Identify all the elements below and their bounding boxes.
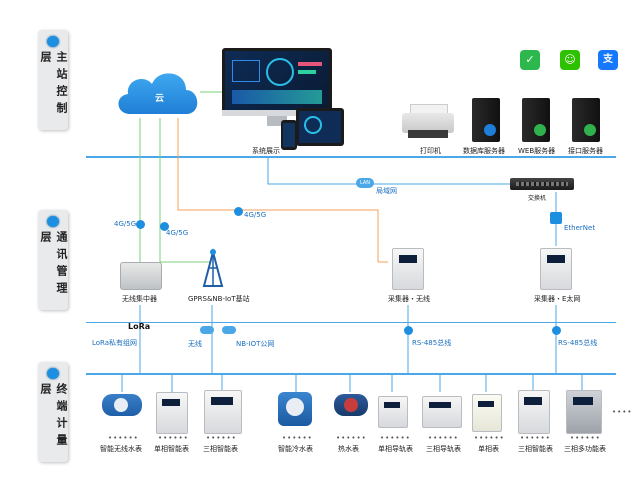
layer-tab-comm: 通讯管理层: [38, 210, 68, 310]
tablet-icon: [296, 108, 344, 146]
bus-label-rs485-1: RS-485总线: [412, 339, 452, 347]
comm-divider-line: [86, 322, 616, 323]
collector-wireless-label: 采集器・无线: [388, 295, 430, 303]
imac-monitor-icon: [222, 48, 332, 128]
db-server-label: 数据库服务器: [463, 147, 505, 155]
meter-dots: ••••••: [282, 434, 313, 442]
master-divider-line: [86, 156, 616, 158]
link-label-2: 4G/5G: [166, 229, 189, 237]
din-three-meter-icon: [422, 396, 462, 428]
link-label-3: 4G/5G: [244, 211, 267, 219]
meter-label: 三相智能表: [203, 445, 238, 453]
meter-dots: ••••••: [428, 434, 459, 442]
printer-label: 打印机: [420, 147, 441, 155]
meter-dots: ••••••: [206, 434, 237, 442]
layer-tab-master: 主站控制层: [38, 30, 68, 130]
lan-label: 局域网: [376, 187, 397, 195]
meter-label: 热水表: [338, 445, 359, 453]
cold-water-meter-icon: [278, 392, 312, 426]
meter-label: 三相智能表: [518, 445, 553, 453]
lora-logo: LoRa: [128, 322, 151, 331]
meter-dots: ••••••: [474, 434, 505, 442]
printer-icon: [402, 104, 454, 140]
bus-label-nbiot: NB-IOT公网: [236, 340, 275, 348]
layer-tab-terminal: 终端计量层: [38, 362, 68, 462]
single-phase-meter-icon: [156, 392, 188, 434]
terminal-bus-line: [86, 373, 616, 375]
collector-wireless-icon: [392, 248, 424, 290]
meter-label: 智能冷水表: [278, 445, 313, 453]
multi-function-meter-icon: [566, 390, 602, 434]
web-server-icon: [522, 98, 550, 142]
single-meter-icon: [472, 394, 502, 432]
web-server-label: WEB服务器: [518, 147, 556, 155]
meter-label: 单相导轨表: [378, 445, 413, 453]
bus-label-lora: LoRa私有组网: [92, 339, 138, 347]
wireless-badge-icon: [160, 222, 169, 231]
din-single-meter-icon: [378, 396, 408, 428]
meter-label: 单相表: [478, 445, 499, 453]
meter-dots: ••••••: [336, 434, 367, 442]
layer-label: 通讯管理层: [39, 231, 68, 300]
switch-label: 交换机: [528, 195, 547, 202]
lan-badge-icon: LAN: [356, 178, 374, 188]
db-server-icon: [472, 98, 500, 142]
rs485-icon: [404, 326, 413, 335]
meter-dots: ••••••: [158, 434, 189, 442]
more-ellipsis: ••••: [612, 408, 633, 416]
rs485-icon: [552, 326, 561, 335]
meter-dots: ••••••: [380, 434, 411, 442]
water-meter-icon: [102, 394, 142, 416]
interface-server-icon: [572, 98, 600, 142]
layer-label: 主站控制层: [39, 51, 68, 120]
concentrator-icon: [120, 262, 162, 290]
layer-dot-icon: [47, 36, 59, 48]
three-phase-meter-icon: [204, 390, 242, 434]
meter-dots: ••••••: [520, 434, 551, 442]
switch-icon: [510, 178, 574, 190]
meter-label: 三相多功能表: [564, 445, 606, 453]
hot-water-meter-icon: [334, 394, 368, 416]
cloud-icon: [118, 73, 198, 114]
layer-dot-icon: [47, 368, 59, 380]
meter-label: 三相导轨表: [426, 445, 461, 453]
wireless-badge-icon: [136, 220, 145, 229]
meter-dots: ••••••: [108, 434, 139, 442]
ethernet-label: EtherNet: [564, 224, 596, 232]
bus-label-wireless: 无线: [188, 340, 202, 348]
meter-dots: ••••••: [570, 434, 601, 442]
collector-ethernet-icon: [540, 248, 572, 290]
alipay-icon: 支: [598, 50, 618, 70]
wireless-badge-icon: [234, 207, 243, 216]
collector-ethernet-label: 采集器・E太网: [534, 295, 581, 303]
link-label-1: 4G/5G: [114, 220, 137, 228]
meter-label: 单相智能表: [154, 445, 189, 453]
wechat-icon: ☺: [560, 50, 580, 70]
phone-icon: [281, 120, 297, 150]
base-station-label: GPRS&NB-IoT基站: [188, 295, 250, 303]
layer-dot-icon: [47, 216, 59, 228]
layer-label: 终端计量层: [39, 383, 68, 452]
bus-label-rs485-2: RS-485总线: [558, 339, 598, 347]
app-icon-green: ✓: [520, 50, 540, 70]
cloud-label: 云: [155, 94, 165, 104]
ethernet-icon: [550, 212, 562, 224]
system-display-label: 系统展示: [252, 147, 280, 155]
cloud-badge-icon: [200, 326, 214, 334]
meter-label: 智能无线水表: [100, 445, 142, 453]
cloud-badge-icon: [222, 326, 236, 334]
interface-server-label: 接口服务器: [568, 147, 603, 155]
three-phase-smart-meter-icon: [518, 390, 550, 434]
concentrator-label: 无线集中器: [122, 295, 157, 303]
base-station-icon: [202, 248, 224, 287]
